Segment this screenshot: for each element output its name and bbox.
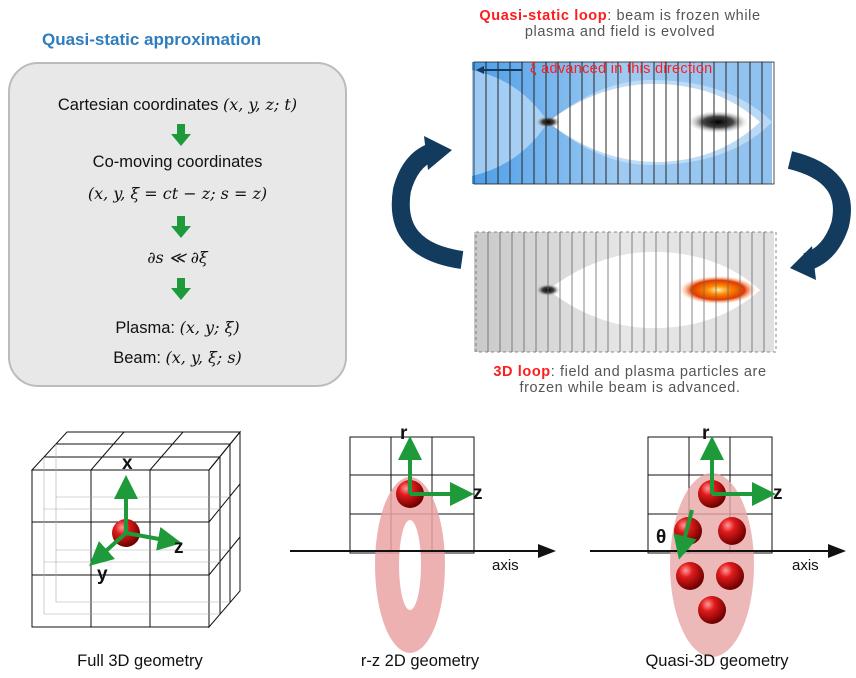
comoving-math: (x, y, ξ = ct − z; s = z): [87, 184, 268, 203]
3d-loop-rest: : field and plasma particles are: [550, 364, 767, 380]
beam-line: Beam: (x, y, ξ; s): [8, 348, 347, 368]
quasi-static-loop-line2: plasma and field is evolved: [524, 24, 716, 40]
3d-loop-caption: 3D loop: field and plasma particles are …: [400, 364, 856, 396]
3d-loop-title: 3D loop: [493, 364, 551, 380]
cartesian-math: (x, y, z; t): [223, 95, 298, 114]
rz-caption: r-z 2D geometry: [360, 652, 480, 670]
full3d-cube: [30, 430, 242, 629]
loop-arrow-left-icon: [391, 136, 464, 269]
full3d-caption: Full 3D geometry: [77, 652, 203, 670]
quasi-static-title: Quasi-static approximation: [42, 30, 262, 49]
quasi-static-loop-rest: : beam is frozen while: [607, 8, 761, 24]
plasma-math: (x, y; ξ): [179, 318, 240, 337]
3d-loop-panel: [474, 231, 777, 353]
3d-loop-line2: frozen while beam is advanced.: [519, 380, 741, 396]
full3d-z-label: z: [174, 537, 184, 558]
plasma-label: Plasma:: [115, 319, 175, 337]
xi-direction-arrow: [476, 66, 522, 74]
cartesian-label: Cartesian coordinates: [57, 96, 219, 114]
quasi-static-loop-title: Quasi-static loop: [479, 8, 608, 24]
q3d-r-label: r: [702, 423, 710, 444]
beam-label: Beam:: [113, 349, 161, 367]
full3d-axes: [89, 475, 182, 566]
q3d-axis-line: [590, 544, 846, 558]
green-down-arrows: [171, 124, 191, 300]
full3d-y-label: y: [97, 564, 108, 585]
comoving-label: Co-moving coordinates: [92, 153, 263, 171]
quasi-static-panel: [472, 61, 775, 185]
rz-axis-label: axis: [492, 557, 519, 574]
rz-z-label: z: [473, 483, 483, 504]
rz-r-label: r: [400, 423, 408, 444]
q3d-axis-label: axis: [792, 557, 819, 574]
rz-axes: [398, 436, 474, 506]
q3d-axes: [673, 436, 776, 560]
quasi-static-loop-caption: Quasi-static loop: beam is frozen while …: [400, 8, 840, 40]
slice: [763, 231, 777, 353]
plasma-line: Plasma: (x, y; ξ): [8, 318, 347, 338]
rz-torus: [375, 477, 445, 653]
cartesian-line: Cartesian coordinates (x, y, z; t): [8, 95, 347, 115]
full3d-x-label: x: [122, 453, 133, 474]
rz-axis-line: [290, 544, 556, 558]
q3d-theta-label: θ: [656, 527, 667, 548]
loop-arrow-right-icon: [787, 151, 851, 280]
derivative-math: ∂s ≪ ∂ξ: [147, 248, 208, 267]
xi-direction-label: ξ advanced in this direction: [530, 61, 713, 77]
q3d-z-label: z: [773, 483, 783, 504]
q3d-caption: Quasi-3D geometry: [645, 652, 789, 670]
beam-math: (x, y, ξ; s): [165, 348, 242, 367]
slice: [761, 61, 775, 185]
